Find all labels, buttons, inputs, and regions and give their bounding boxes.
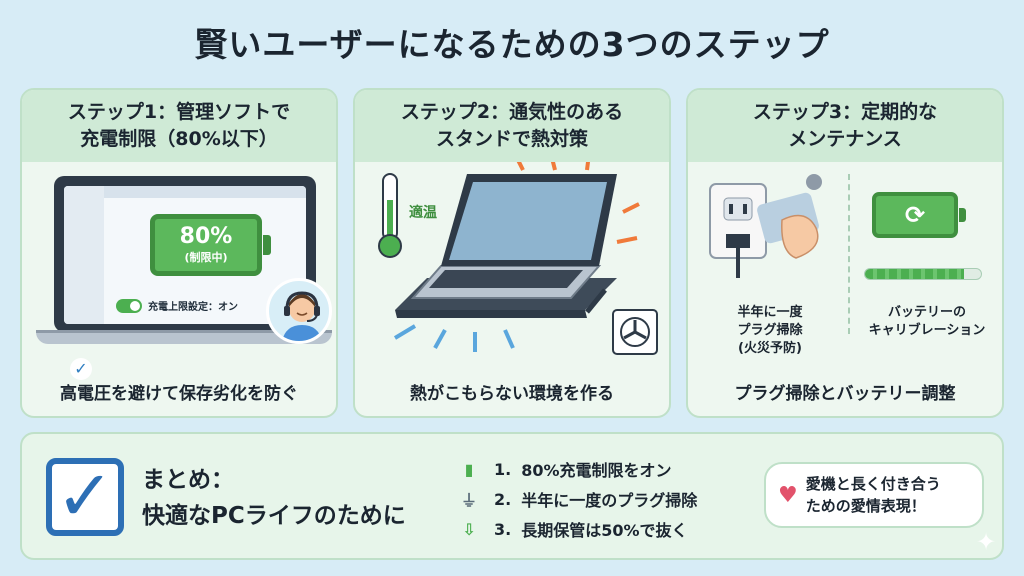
step2-heading-line1: ステップ2：通気性のある [400, 101, 624, 123]
thermometer-icon [378, 173, 402, 258]
step2-footer: 熱がこもらない環境を作る [410, 384, 614, 404]
laptop-screen: 80% (制限中) 充電上限設定：オン [54, 176, 316, 332]
step3-card: ステップ3：定期的な メンテナンス ⟳ 半年に一度 プラグ掃除 (火災予防) バ… [686, 88, 1004, 418]
bubble-line2: ための愛情表現！ [805, 497, 926, 515]
calibration-label: バッテリーの キャリブレーション [854, 304, 1000, 340]
summary-title-line1: まとめ： [142, 467, 234, 493]
plug-label-line1: 半年に一度 [737, 305, 803, 320]
bubble-text: 愛機と長く付き合う ための愛情表現！ [806, 473, 941, 517]
settings-window: 80% (制限中) 充電上限設定：オン [64, 186, 306, 324]
support-agent-avatar [266, 278, 332, 344]
step1-heading-line2: 充電制限（80%以下） [80, 128, 278, 150]
list-item-number: 3. [494, 519, 512, 539]
check-icon: ✓ [70, 358, 92, 380]
step2-illustration: 適温 [355, 153, 669, 372]
window-sidebar [64, 186, 104, 324]
charge-limit-label: 充電上限設定：オン [148, 302, 238, 313]
step1-heading: ステップ1：管理ソフトで 充電制限（80%以下） [22, 90, 336, 162]
step3-divider [848, 174, 850, 334]
plug-label-line3: (火災予防) [738, 341, 802, 356]
list-item: ▮ 1. 80%充電制限をオン [456, 454, 697, 484]
calibration-label-line1: バッテリーの [887, 305, 966, 320]
step3-footer: プラグ掃除とバッテリー調整 [734, 384, 956, 404]
step3-heading-line2: メンテナンス [788, 128, 902, 150]
battery-refresh-icon: ⟳ [872, 192, 966, 238]
speech-bubble: ♥ 愛機と長く付き合う ための愛情表現！ [764, 462, 984, 528]
list-item: ⇩ 3. 長期保管は50%で抜く [456, 514, 697, 544]
calibration-progress [864, 268, 982, 280]
step2-heading-line2: スタンドで熱対策 [435, 128, 588, 150]
laptop-base [36, 330, 332, 344]
fan-icon [612, 309, 658, 355]
list-item-text: 半年に一度のプラグ掃除 [521, 491, 698, 510]
step3-illustration: ⟳ 半年に一度 プラグ掃除 (火災予防) バッテリーの キャリブレーション [688, 162, 1002, 372]
step3-heading: ステップ3：定期的な メンテナンス [688, 90, 1002, 162]
thermometer-label: 適温 [409, 205, 437, 221]
list-item-number: 2. [494, 489, 512, 509]
step2-card: ステップ2：通気性のある スタンドで熱対策 [353, 88, 671, 418]
battery-status: 80% (制限中) [150, 214, 271, 276]
list-item-text: 長期保管は50%で抜く [521, 521, 688, 540]
checkbox-check-icon: ✓ [46, 458, 124, 536]
plug-cleaning-icon [709, 174, 822, 278]
bubble-line1: 愛機と長く付き合う [805, 475, 941, 493]
list-item: ⏚ 2. 半年に一度のプラグ掃除 [456, 484, 697, 514]
laptop-stand-illustration [378, 153, 658, 355]
summary-title-line2: 快適なPCライフのために [142, 503, 406, 529]
step1-footer: 高電圧を避けて保存劣化を防ぐ [60, 384, 298, 404]
page-title: 賢いユーザーになるための3つのステップ [194, 25, 830, 64]
list-item-text: 80%充電制限をオン [521, 461, 672, 480]
step1-illustration: 80% (制限中) 充電上限設定：オン ✓ [22, 162, 336, 380]
calibration-progress-fill [865, 269, 964, 279]
headset-person-icon [282, 291, 322, 341]
summary-panel: ✓ まとめ： 快適なPCライフのために ▮ 1. 80%充電制限をオン ⏚ 2.… [20, 432, 1004, 560]
battery-limit-status: (制限中) [184, 251, 228, 264]
summary-list: ▮ 1. 80%充電制限をオン ⏚ 2. 半年に一度のプラグ掃除 ⇩ 3. 長期… [456, 454, 697, 544]
charge-limit-toggle [116, 298, 142, 313]
step1-heading-line1: ステップ1：管理ソフトで [67, 101, 291, 123]
step1-card: ステップ1：管理ソフトで 充電制限（80%以下） 80% (制限中) 充電上限設… [20, 88, 338, 418]
calibration-label-line2: キャリブレーション [868, 323, 986, 338]
battery-percent: 80% [179, 224, 233, 249]
heart-icon: ♥ [778, 482, 798, 508]
step2-heading: ステップ2：通気性のある スタンドで熱対策 [355, 90, 669, 162]
step3-heading-line1: ステップ3：定期的な [752, 101, 938, 123]
storage-icon: ⇩ [462, 519, 476, 539]
sparkle-icon: ✦ [976, 528, 997, 556]
plug-cleaning-label: 半年に一度 プラグ掃除 (火災予防) [710, 304, 830, 358]
battery-charge-icon: ▮ [464, 459, 474, 479]
plug-label-line2: プラグ掃除 [737, 323, 803, 338]
plug-icon: ⏚ [460, 491, 477, 510]
list-item-number: 1. [494, 459, 512, 479]
window-titlebar [64, 186, 306, 198]
summary-title: まとめ： 快適なPCライフのために [142, 462, 406, 534]
charge-limit-setting: 充電上限設定：オン [116, 298, 238, 313]
